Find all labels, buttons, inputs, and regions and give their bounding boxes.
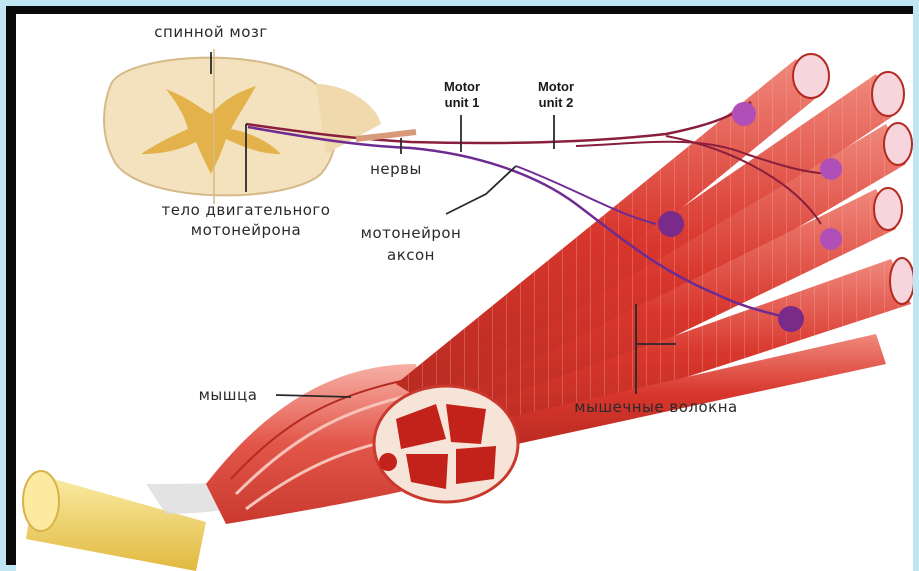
label-motor-unit-1-line2: unit 1 <box>445 95 480 110</box>
label-motor-unit-2-line2: unit 2 <box>539 95 574 110</box>
label-motor-neuron-axon-line1: мотонейрон <box>361 224 462 242</box>
spinal-cord <box>104 49 381 204</box>
muscle-cross-section <box>374 386 518 502</box>
label-motor-neuron-body-line1: тело двигательного <box>162 201 331 219</box>
motor-unit-diagram: спинной мозг Motor unit 1 Motor unit 2 н… <box>16 14 913 571</box>
label-motor-neuron-body-line2: мотонейрона <box>191 221 301 239</box>
label-nerves: нервы <box>370 160 422 178</box>
label-muscle: мышца <box>199 386 258 404</box>
label-spinal-cord: спинной мозг <box>154 23 267 41</box>
label-motor-neuron-axon-line2: аксон <box>387 246 435 264</box>
label-muscle-fibers: мышечные волокна <box>574 398 737 416</box>
label-motor-unit-2-line1: Motor <box>538 79 574 94</box>
diagram-canvas: спинной мозг Motor unit 1 Motor unit 2 н… <box>16 14 913 571</box>
label-motor-unit-1-line1: Motor <box>444 79 480 94</box>
